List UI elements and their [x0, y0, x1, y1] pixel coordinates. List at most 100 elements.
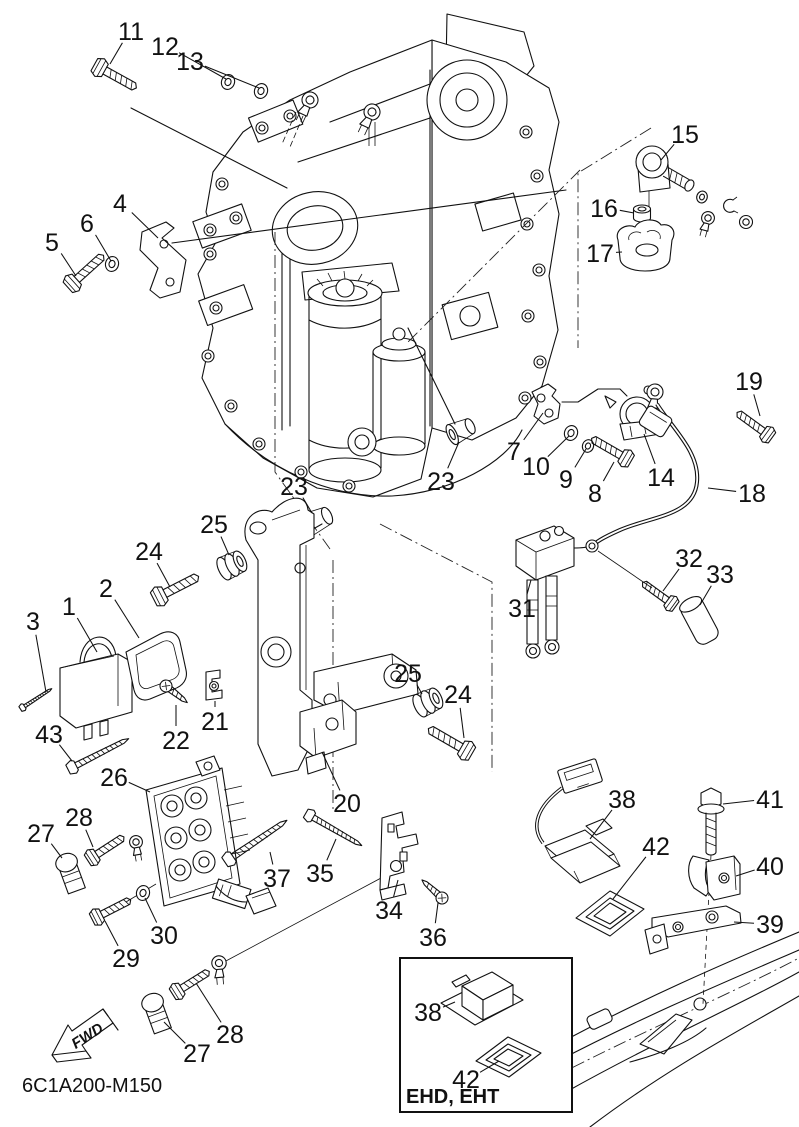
leader-line: [164, 1022, 185, 1043]
leader-line: [480, 1061, 499, 1072]
callout-label-26: 26: [100, 764, 128, 792]
ring-terminal: [210, 954, 229, 986]
callout-label-7: 7: [507, 438, 521, 466]
callout-label-21: 21: [201, 708, 229, 736]
callout-label-41: 41: [756, 786, 784, 814]
leader-line: [86, 830, 93, 847]
callout-label-23: 23: [427, 468, 455, 496]
leader-line: [96, 235, 111, 261]
battery-cable-18: [591, 382, 697, 547]
callout-label-37: 37: [263, 865, 291, 893]
leader-line: [575, 449, 586, 467]
leader-line: [527, 580, 531, 595]
leader-line: [394, 880, 398, 897]
leader-line: [548, 436, 569, 457]
callout-label-33: 33: [706, 561, 734, 589]
callout-label-28: 28: [216, 1021, 244, 1049]
callout-label-30: 30: [150, 922, 178, 950]
callout-label-25: 25: [394, 660, 422, 688]
diagram-code: 6C1A200-M150: [22, 1075, 162, 1097]
callout-label-2: 2: [99, 575, 113, 603]
main-bracket: [245, 498, 418, 776]
leader-line: [115, 600, 139, 638]
washer-13: [251, 81, 271, 101]
switch-assembly-38: [537, 758, 620, 883]
callout-label-25: 25: [200, 511, 228, 539]
leader-line: [661, 144, 674, 160]
switch-38-inset: [441, 972, 523, 1025]
relay-1: [60, 637, 132, 740]
screw-36: [417, 874, 452, 908]
callout-label-29: 29: [112, 945, 140, 973]
leader-line: [663, 569, 679, 591]
leader-line: [205, 66, 259, 88]
leader-line: [700, 586, 711, 605]
bracket-20: [300, 700, 356, 774]
leader-line: [460, 708, 464, 738]
callout-label-43: 43: [35, 721, 63, 749]
terminal-cover-17: [617, 220, 674, 271]
callout-label-12: 12: [151, 33, 179, 61]
battery-terminal-15: [636, 146, 753, 239]
leader-line: [417, 685, 422, 694]
callout-label-8: 8: [588, 480, 602, 508]
washer-6: [103, 254, 121, 274]
callout-label-23: 23: [280, 473, 308, 501]
bolt-28: [82, 828, 130, 869]
leader-line: [145, 898, 157, 923]
leader-line: [36, 635, 46, 692]
callout-label-34: 34: [375, 897, 403, 925]
callout-label-38: 38: [608, 786, 636, 814]
nut-16: [634, 205, 651, 222]
assembly-lines: [126, 108, 652, 962]
leader-line: [620, 210, 634, 213]
leader-line: [59, 745, 72, 761]
callout-label-1: 1: [62, 593, 76, 621]
bracket-7: [532, 384, 560, 424]
washer-30: [134, 883, 152, 903]
leader-line: [105, 921, 118, 946]
callout-label-16: 16: [590, 195, 618, 223]
callout-label-39: 39: [756, 911, 784, 939]
callout-label-17: 17: [586, 240, 614, 268]
bushing-23: [444, 415, 479, 447]
grommet-25: [213, 547, 251, 583]
starter-relay-31: [516, 526, 598, 658]
clamp-40: [689, 856, 740, 900]
boot-33: [677, 593, 721, 647]
callout-label-19: 19: [735, 368, 763, 396]
leader-line: [443, 1002, 455, 1007]
seal-42: [576, 891, 644, 936]
bolt-29: [87, 891, 136, 929]
leader-line: [644, 434, 655, 464]
callout-label-6: 6: [80, 210, 94, 238]
callout-label-13: 13: [176, 48, 204, 76]
callout-label-36: 36: [419, 924, 447, 952]
callout-label-5: 5: [45, 229, 59, 257]
seal-42-inset: [476, 1037, 541, 1077]
callout-label-3: 3: [26, 608, 40, 636]
callout-label-10: 10: [522, 453, 550, 481]
bracket-34: [380, 812, 418, 900]
leader-line: [327, 839, 336, 860]
leader-line: [435, 903, 438, 923]
screw-3: [17, 685, 55, 713]
callout-label-27: 27: [183, 1040, 211, 1068]
leader-line: [61, 253, 76, 276]
inset-variant-label: EHD, EHT: [406, 1086, 499, 1108]
callout-label-35: 35: [306, 860, 334, 888]
callout-label-24: 24: [135, 538, 163, 566]
bolt-24: [148, 566, 204, 610]
bolt-bosses: [202, 126, 546, 492]
leader-line: [157, 563, 170, 587]
leader-line: [129, 782, 150, 792]
leader-line: [723, 800, 754, 804]
callout-label-14: 14: [647, 464, 675, 492]
callout-label-27: 27: [27, 820, 55, 848]
leader-line: [132, 212, 158, 238]
callout-label-9: 9: [559, 466, 573, 494]
callout-label-38: 38: [414, 999, 442, 1027]
plate-39: [645, 906, 741, 954]
